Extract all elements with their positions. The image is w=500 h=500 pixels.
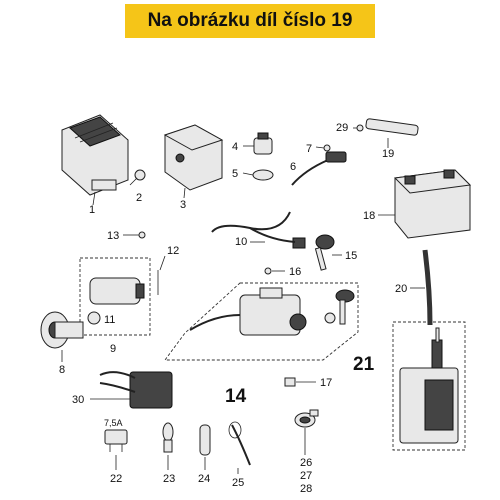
callout-9: 9 [110, 343, 116, 355]
part-29-screw[interactable] [353, 124, 364, 132]
part-8-starter-drive[interactable] [40, 311, 84, 362]
callout-4: 4 [232, 141, 238, 153]
callout-14: 14 [225, 386, 247, 407]
callout-19: 19 [382, 148, 394, 160]
part-6-sensor[interactable] [291, 151, 347, 186]
callout-30: 30 [72, 394, 84, 406]
part-14-ignition-lock-set[interactable] [164, 282, 359, 361]
callout-16: 16 [289, 266, 301, 278]
callout-18: 18 [363, 210, 375, 222]
callout-3: 3 [180, 199, 186, 211]
callout-21: 21 [353, 354, 375, 375]
callout-17: 17 [320, 377, 332, 389]
callout-23: 23 [163, 473, 175, 485]
callout-15: 15 [345, 250, 357, 262]
callout-29: 29 [336, 122, 348, 134]
callout-7: 7 [306, 143, 312, 155]
callout-28: 28 [300, 483, 312, 495]
callout-8: 8 [59, 364, 65, 376]
part-17-bolt[interactable] [284, 377, 316, 387]
part-19-battery-strap[interactable] [365, 118, 419, 148]
callout-1: 1 [89, 204, 95, 216]
callout-10: 10 [235, 236, 247, 248]
callout-2: 2 [136, 192, 142, 204]
part-10-wiring-harness[interactable] [211, 211, 306, 249]
part-15-ignition-key[interactable] [314, 234, 342, 271]
banner-text: Na obrázku díl číslo 19 [147, 10, 353, 31]
part-26-hose-clamp[interactable] [294, 409, 319, 455]
callout-27: 27 [300, 470, 312, 482]
part-4-connector[interactable] [243, 132, 273, 155]
callout-26: 26 [300, 457, 312, 469]
callout-5: 5 [232, 168, 238, 180]
part-16-screw[interactable] [264, 267, 285, 275]
part-30-cable-resistor[interactable] [90, 371, 173, 409]
part-22-fuse[interactable] [104, 429, 128, 470]
part-18-battery[interactable] [378, 169, 472, 239]
fuse-rating: 7,5A [104, 418, 123, 428]
part-7-bolt[interactable] [315, 144, 331, 152]
part-5-clip[interactable] [242, 169, 274, 181]
part-25-cable-tie[interactable] [228, 421, 251, 474]
leader-12 [159, 255, 166, 271]
part-21-acid-bottle[interactable] [392, 321, 466, 451]
callout-20: 20 [395, 283, 407, 295]
part-24-plug[interactable] [199, 424, 211, 470]
callout-11: 11 [104, 314, 115, 326]
callout-13: 13 [107, 230, 119, 242]
part-9-starter-motor[interactable] [79, 257, 159, 336]
callout-12: 12 [167, 245, 179, 257]
part-20-hose[interactable] [410, 249, 433, 326]
part-1-voltage-regulator[interactable] [61, 114, 129, 206]
part-2-screw[interactable] [129, 169, 146, 186]
part-23-bulb[interactable] [162, 422, 174, 470]
part-13-bolt[interactable] [123, 231, 146, 239]
callout-6: 6 [290, 161, 296, 173]
callout-24: 24 [198, 473, 210, 485]
callout-22: 22 [110, 473, 122, 485]
part-3-relay[interactable] [163, 124, 224, 199]
callout-25: 25 [232, 477, 244, 489]
part-number-banner: Na obrázku díl číslo 19 [125, 4, 375, 38]
